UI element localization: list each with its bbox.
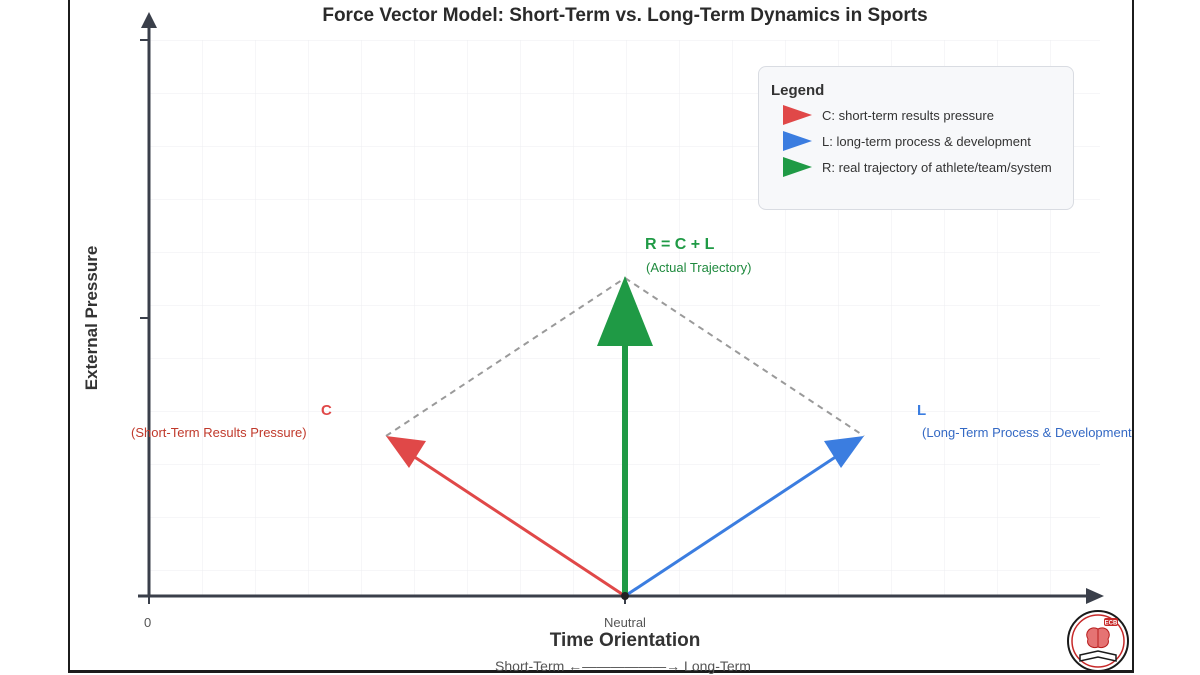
red-triangle-icon bbox=[783, 105, 812, 125]
x-axis-origin-tick-label: 0 bbox=[144, 615, 152, 630]
vector-r-description: (Actual Trajectory) bbox=[646, 260, 752, 275]
legend-item-c: C: short-term results pressure bbox=[781, 104, 994, 126]
vector-l-description: (Long-Term Process & Development bbox=[922, 425, 1132, 440]
x-axis-sublabel: Short-Term ←——————→ Long-Term bbox=[495, 658, 751, 674]
x-axis-arrowhead bbox=[1086, 588, 1104, 604]
vector-l-label: L bbox=[917, 402, 927, 419]
y-axis-label: External Pressure bbox=[82, 245, 101, 391]
frame-bottom-border bbox=[68, 670, 1134, 673]
legend-item-c-text: C: short-term results pressure bbox=[822, 107, 994, 123]
brain-book-logo-icon: ECB bbox=[1067, 610, 1129, 672]
legend-item-l-text: L: long-term process & development bbox=[822, 133, 1031, 149]
logo-badge-text: ECB bbox=[1105, 621, 1118, 627]
vector-l-shaft bbox=[624, 452, 841, 598]
blue-triangle-icon bbox=[783, 131, 812, 151]
vector-c-label: C bbox=[321, 402, 332, 419]
vector-c-shaft bbox=[409, 452, 626, 598]
vector-l-description-part1: (Long-Term Process & bbox=[922, 425, 1052, 440]
vector-l-arrowhead bbox=[824, 436, 864, 468]
x-axis-label: Time Orientation bbox=[549, 630, 701, 651]
x-axis-neutral-tick-label: Neutral bbox=[604, 615, 646, 630]
dashed-line-r-to-l bbox=[624, 277, 865, 437]
vector-l-description-part2: Development bbox=[1054, 425, 1132, 440]
frame-left-border bbox=[68, 0, 70, 672]
vector-c-description: (Short-Term Results Pressure) bbox=[131, 425, 307, 440]
legend: Legend C: short-term results pressure L:… bbox=[758, 66, 1074, 210]
origin-point bbox=[621, 592, 629, 600]
dashed-line-c-to-r bbox=[385, 277, 626, 437]
vector-r-label: R = C + L bbox=[645, 236, 715, 253]
legend-item-r: R: real trajectory of athlete/team/syste… bbox=[781, 156, 1052, 178]
diagram-title: Force Vector Model: Short-Term vs. Long-… bbox=[322, 5, 928, 26]
vector-r-arrowhead bbox=[597, 276, 653, 346]
frame-right-border bbox=[1132, 0, 1134, 672]
y-axis-arrowhead bbox=[141, 12, 157, 28]
vector-c-arrowhead bbox=[386, 436, 426, 468]
legend-item-r-text: R: real trajectory of athlete/team/syste… bbox=[822, 159, 1052, 175]
legend-item-l: L: long-term process & development bbox=[781, 130, 1031, 152]
legend-title: Legend bbox=[771, 82, 825, 99]
green-triangle-icon bbox=[783, 157, 812, 177]
